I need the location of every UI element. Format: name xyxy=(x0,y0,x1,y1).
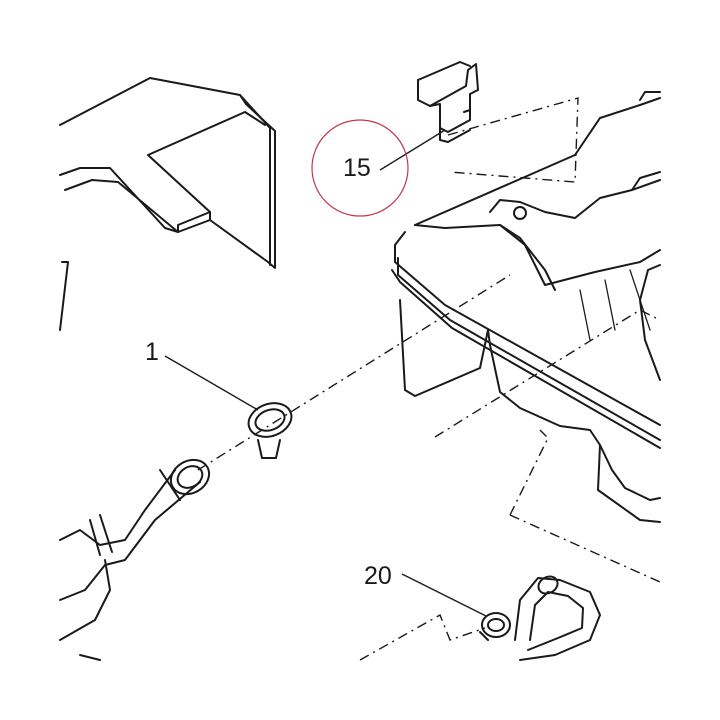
small-clamp-part-20 xyxy=(479,612,511,641)
callout-20: 20 xyxy=(364,562,392,590)
tank-body xyxy=(391,91,661,523)
outlet-hose xyxy=(514,575,601,661)
leader-lines xyxy=(164,129,487,617)
assembly-guide-lines xyxy=(197,97,661,661)
clip-part-15 xyxy=(417,61,479,143)
hose-clamp-part-1 xyxy=(247,402,293,459)
fuel-hose xyxy=(59,458,211,661)
bracket-panel xyxy=(59,77,276,331)
highlight-circle xyxy=(311,119,409,217)
callout-15: 15 xyxy=(343,154,371,182)
callout-1: 1 xyxy=(145,338,159,366)
